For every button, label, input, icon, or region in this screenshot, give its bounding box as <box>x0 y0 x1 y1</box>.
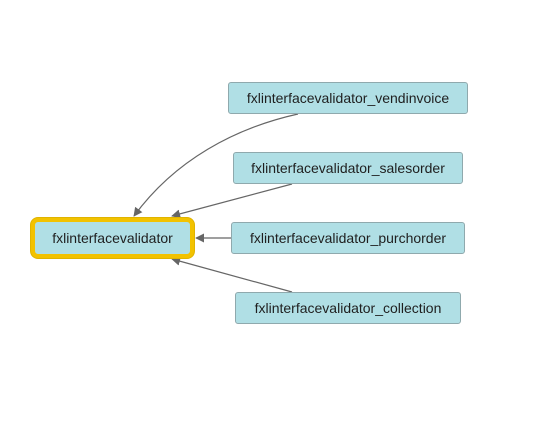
edge-collection <box>171 256 293 293</box>
edge-salesorder <box>171 183 293 219</box>
node-label: fxlinterfacevalidator <box>52 230 173 246</box>
node-label: fxlinterfacevalidator_collection <box>254 300 442 316</box>
edge-vendinvoice <box>133 113 299 217</box>
node-label: fxlinterfacevalidator_purchorder <box>249 230 447 246</box>
node-fxlinterfacevalidator[interactable]: fxlinterfacevalidator <box>31 218 194 258</box>
node-salesorder[interactable]: fxlinterfacevalidator_salesorder <box>233 152 463 184</box>
node-label: fxlinterfacevalidator_salesorder <box>251 160 445 176</box>
node-vendinvoice[interactable]: fxlinterfacevalidator_vendinvoice <box>228 82 468 114</box>
node-label: fxlinterfacevalidator_vendinvoice <box>246 90 450 106</box>
node-purchorder[interactable]: fxlinterfacevalidator_purchorder <box>231 222 465 254</box>
node-collection[interactable]: fxlinterfacevalidator_collection <box>235 292 461 324</box>
